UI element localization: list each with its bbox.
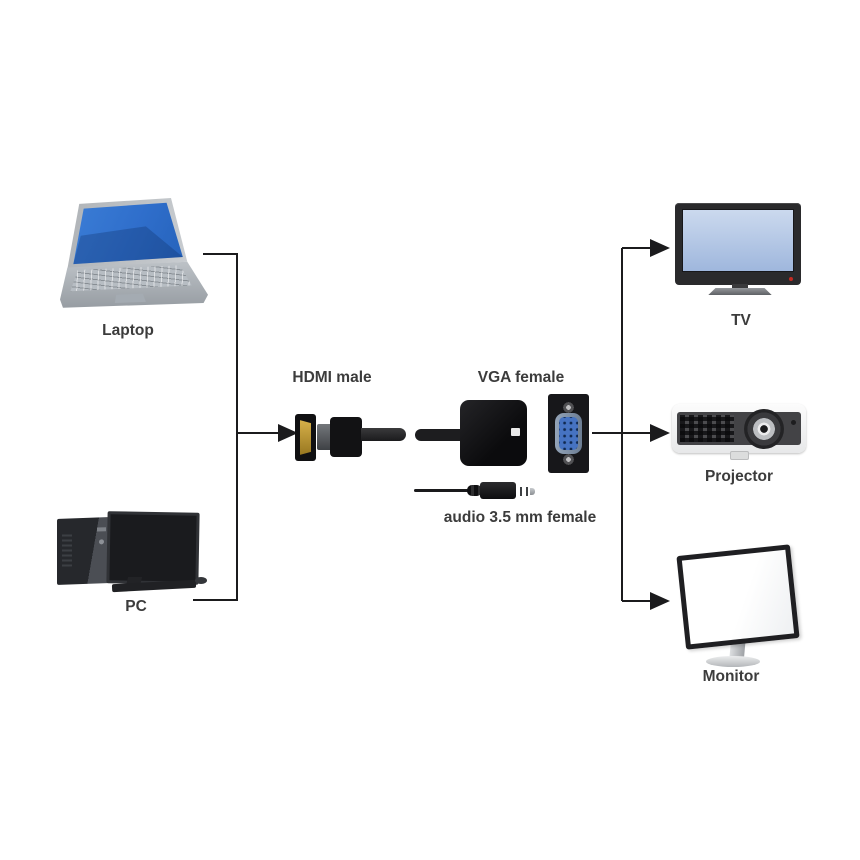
pc-icon	[55, 505, 207, 597]
hdmi-cable	[361, 428, 406, 441]
audio-cable	[414, 489, 472, 492]
vga-female-port-icon	[548, 394, 589, 473]
audio-plug-nub	[530, 488, 535, 495]
vga-dsub-shroud	[555, 413, 582, 454]
audio-strain-relief	[467, 485, 482, 496]
pc-label: PC	[125, 598, 147, 615]
projector-label: Projector	[704, 468, 774, 485]
vga-dsub-pins	[559, 417, 578, 450]
laptop-keyboard	[70, 265, 192, 292]
pc-drive-bay	[97, 527, 106, 532]
laptop-screen	[73, 202, 183, 265]
projector-vent-grille	[680, 415, 734, 442]
pc-power-button	[99, 539, 104, 545]
audio-female-label: audio 3.5 mm female	[443, 509, 597, 526]
audio-plug-tip	[516, 487, 531, 496]
monitor-icon	[676, 538, 800, 670]
pc-vents	[62, 532, 72, 567]
projector-foot	[730, 451, 749, 460]
monitor-stand-base	[706, 656, 760, 667]
adapter-audio-slot	[511, 428, 520, 436]
tv-label: TV	[731, 312, 751, 329]
hdmi-plug-tip	[317, 424, 331, 450]
laptop-label: Laptop	[102, 322, 154, 339]
vga-screw-hole-top	[563, 402, 574, 413]
pc-tower	[57, 517, 109, 585]
tv-stand-neck	[732, 284, 748, 289]
vga-screw-hole-bottom	[563, 454, 574, 465]
laptop-trackpad	[114, 293, 146, 304]
adapter-cable	[415, 429, 462, 441]
adapter-body-icon	[460, 400, 527, 466]
audio-plug-body	[480, 482, 516, 499]
projector-icon	[672, 404, 806, 460]
laptop-icon	[60, 198, 208, 316]
hdmi-male-front-icon	[295, 414, 316, 461]
monitor-label: Monitor	[702, 668, 760, 685]
tv-icon	[674, 200, 804, 296]
vga-female-label: VGA female	[477, 369, 565, 386]
monitor-panel	[676, 544, 800, 650]
projector-sensor	[791, 420, 796, 425]
hdmi-gold-contact	[300, 420, 311, 455]
pc-mouse	[195, 577, 207, 584]
hdmi-male-label: HDMI male	[292, 369, 372, 386]
hdmi-plug-body	[330, 417, 362, 457]
tv-stand-base	[708, 288, 772, 295]
tv-power-led	[789, 277, 793, 281]
projector-lens	[744, 409, 784, 449]
tv-screen	[682, 209, 794, 272]
pc-monitor	[106, 511, 200, 585]
